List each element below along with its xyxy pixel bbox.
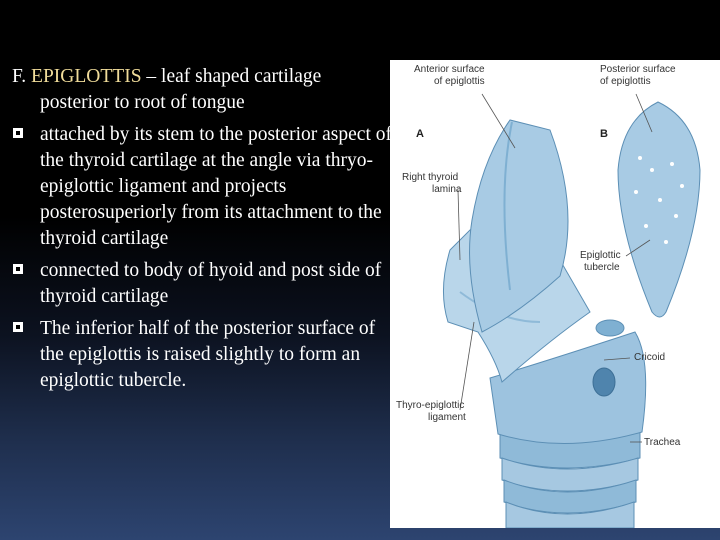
heading-line: F. EPIGLOTTIS – leaf shaped cartilage po… (12, 64, 392, 116)
trachea-rings (499, 431, 641, 528)
label-epiglottic-tubercle: Epiglottic tubercle (580, 250, 621, 273)
panel-letter-b: B (600, 128, 608, 140)
bullet-text: The inferior half of the posterior surfa… (40, 318, 376, 391)
label-cricoid: Cricoid (634, 352, 666, 363)
square-bullet-icon (12, 127, 26, 141)
label-right-thyroid-lamina: Right thyroid lamina (402, 172, 462, 195)
epiglottis-b (617, 101, 701, 318)
label-posterior-surface: Posterior surface of epiglottis (600, 64, 676, 87)
slide-text: F. EPIGLOTTIS – leaf shaped cartilage po… (12, 64, 392, 394)
heading-term: EPIGLOTTIS (31, 66, 142, 87)
heading-rest: – leaf shaped cartilage posterior to roo… (40, 66, 322, 113)
anatomy-figure: Anterior surface of epiglottis Posterior… (390, 60, 720, 528)
square-bullet-icon (12, 321, 26, 335)
bullet-item: attached by its stem to the posterior as… (12, 122, 392, 252)
heading-prefix: F. (12, 66, 32, 87)
label-leader-lines (457, 93, 653, 443)
panel-letter-a: A (416, 128, 424, 140)
label-trachea: Trachea (644, 437, 681, 448)
bullet-text: connected to body of hyoid and post side… (40, 260, 382, 307)
bullet-item: connected to body of hyoid and post side… (12, 258, 392, 310)
epiglottis-illustration (442, 93, 701, 528)
bullet-text: attached by its stem to the posterior as… (40, 124, 392, 249)
label-anterior-surface: Anterior surface of epiglottis (414, 64, 485, 87)
square-bullet-icon (12, 263, 26, 277)
label-thyro-epiglottic-ligament: Thyro-epiglottic ligament (396, 400, 466, 423)
bullet-item: The inferior half of the posterior surfa… (12, 316, 392, 394)
